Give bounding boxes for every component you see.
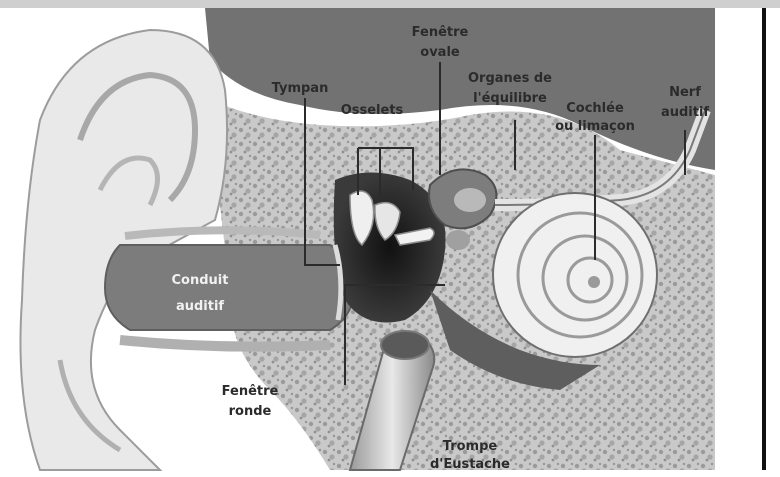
label-conduit-auditif-line2: auditif bbox=[176, 299, 224, 314]
ear-canal bbox=[105, 245, 355, 330]
cochlea-apex bbox=[588, 276, 600, 288]
eustachian-tube-opening bbox=[381, 331, 429, 359]
label-cochlee-line1: Cochlée bbox=[566, 101, 624, 116]
right-border-line bbox=[762, 8, 766, 470]
semicircular-canal bbox=[454, 188, 486, 212]
label-nerf-auditif-line2: auditif bbox=[661, 105, 709, 120]
label-nerf-auditif-line1: Nerf bbox=[669, 85, 701, 100]
label-fenetre-ronde-line1: Fenêtre bbox=[222, 384, 279, 399]
label-organes-equilibre-line1: Organes de bbox=[468, 71, 552, 86]
label-tympan: Tympan bbox=[272, 81, 329, 96]
label-fenetre-ovale-line1: Fenêtre bbox=[412, 25, 469, 40]
label-trompe-eustache-line1: Trompe bbox=[443, 439, 498, 454]
label-cochlee-line2: ou limaçon bbox=[555, 119, 635, 134]
label-organes-equilibre-line2: l'équilibre bbox=[473, 91, 547, 106]
label-fenetre-ovale-line2: ovale bbox=[420, 45, 460, 60]
top-edge-strip bbox=[0, 0, 780, 8]
label-conduit-auditif-line1: Conduit bbox=[172, 273, 229, 288]
saccule bbox=[446, 230, 470, 250]
label-trompe-eustache-line2: d'Eustache bbox=[430, 457, 510, 472]
label-fenetre-ronde-line2: ronde bbox=[229, 404, 272, 419]
label-osselets: Osselets bbox=[341, 103, 404, 118]
